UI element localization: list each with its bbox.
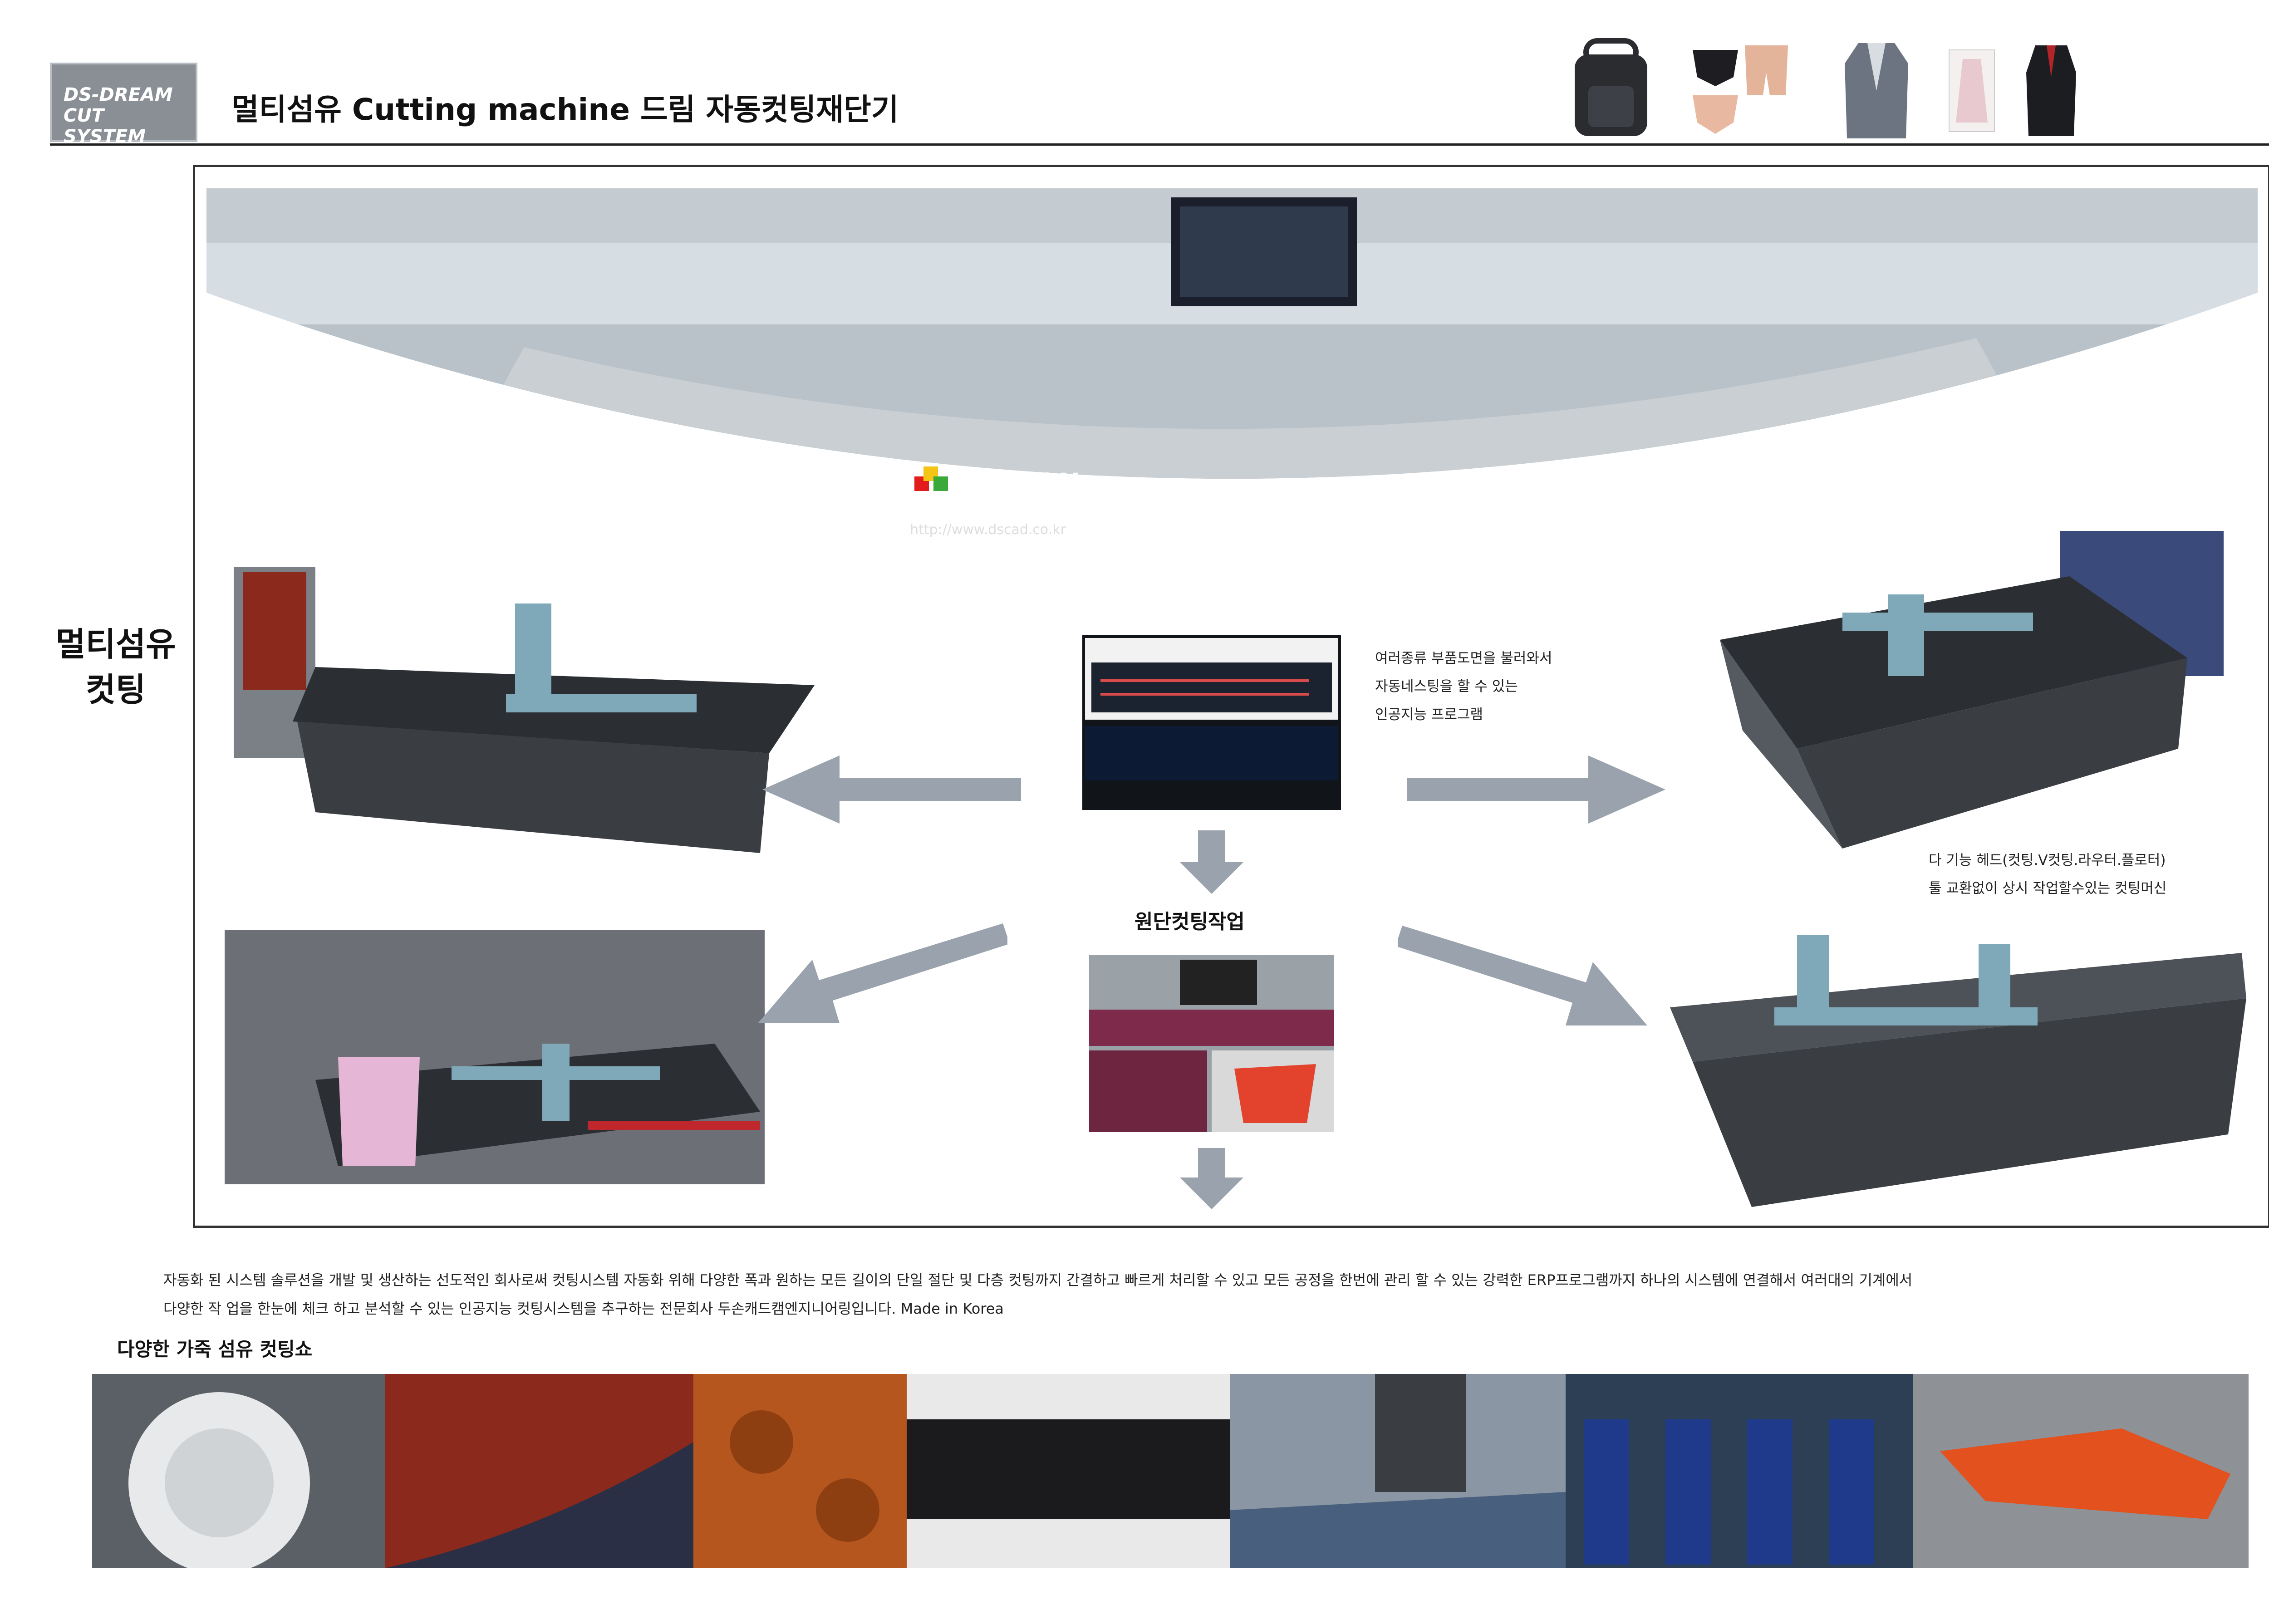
- fabric-cutting-work-photo: [1089, 955, 1334, 1132]
- fabric-cutting-label: 원단컷팅작업: [1134, 910, 1245, 933]
- cutting-head-photo: [1230, 1374, 1566, 1568]
- red-leather-photo: [385, 1374, 693, 1568]
- system-logo: DS-DREAM CUT SYSTEM: [50, 63, 197, 147]
- description-line-1: 자동화 된 시스템 솔루션을 개발 및 생산하는 선도적인 회사로써 컷팅시스템…: [163, 1271, 1913, 1289]
- software-line-2: 자동네스팅을 할 수 있는: [1375, 678, 1518, 695]
- cutting-machine-photo-3: [225, 930, 765, 1184]
- dooson-logo-icon: [914, 466, 948, 491]
- underwear-icon: [1693, 45, 1788, 134]
- software-line-1: 여러종류 부품도면을 불러와서: [1375, 650, 1552, 667]
- side-label-line-2: 컷팅: [85, 671, 146, 709]
- arrow-down-right-icon: [1398, 926, 1647, 1025]
- arrow-right-icon: [1407, 756, 1665, 824]
- cutting-machine-photo-1: [234, 567, 815, 853]
- factory-panorama-image: [206, 188, 2258, 479]
- panorama-url: http://www.dscad.co.kr: [910, 522, 1066, 538]
- cutting-machine-photo-4: [1670, 935, 2246, 1207]
- section-title-cutting-show: 다양한 가죽 섬유 컷팅쇼: [117, 1338, 313, 1360]
- head-line-2: 툴 교환없이 상시 작업할수있는 컷팅머신: [1929, 880, 2167, 897]
- arrow-left-icon: [762, 756, 1021, 824]
- backpack-icon: [1575, 38, 1647, 136]
- head-line-1: 다 기능 헤드(컷팅.V컷팅.라우터.플로터): [1929, 852, 2166, 868]
- software-line-3: 인공지능 프로그램: [1375, 707, 1483, 723]
- cutting-machine-photo-2: [1720, 531, 2224, 849]
- side-label: 멀티섬유 컷팅: [43, 622, 188, 712]
- arrow-down-left-icon: [758, 923, 1007, 1023]
- software-description: 여러종류 부품도면을 불러와서 자동네스팅을 할 수 있는 인공지능 프로그램: [1375, 644, 1552, 729]
- suit-jacket-icon: [1845, 43, 1908, 138]
- page-title: 멀티섬유 Cutting machine 드림 자동컷팅재단기: [231, 92, 899, 127]
- nesting-software-screenshot: [1082, 635, 1341, 810]
- dress-icon: [1949, 49, 1995, 132]
- black-felt-stack-photo: [907, 1374, 1230, 1568]
- main-frame: [193, 165, 2269, 1228]
- arrow-down-icon: [1180, 830, 1243, 894]
- side-label-line-1: 멀티섬유: [55, 625, 176, 663]
- panorama-brand: DOOSON: [948, 467, 1079, 498]
- perforated-tan-leather-photo: [693, 1374, 907, 1568]
- company-description: 자동화 된 시스템 솔루션을 개발 및 생산하는 선도적인 회사로써 컷팅시스템…: [163, 1266, 2251, 1323]
- perforated-white-leather-photo: [92, 1374, 385, 1568]
- multi-head-description: 다 기능 헤드(컷팅.V컷팅.라우터.플로터) 툴 교환없이 상시 작업할수있는…: [1929, 846, 2166, 903]
- cut-pattern-pieces-photo: [1566, 1374, 1913, 1568]
- header-divider: [50, 143, 2269, 146]
- description-line-2: 다양한 작 업을 한눈에 체크 하고 분석할 수 있는 인공지능 컷팅시스템을 …: [163, 1300, 1004, 1317]
- logo-line-1: DS-DREAM CUT: [64, 84, 173, 126]
- arrow-down-2-icon: [1180, 1148, 1243, 1209]
- orange-felt-pieces-photo: [1913, 1374, 2249, 1568]
- suit-icon: [2026, 45, 2076, 136]
